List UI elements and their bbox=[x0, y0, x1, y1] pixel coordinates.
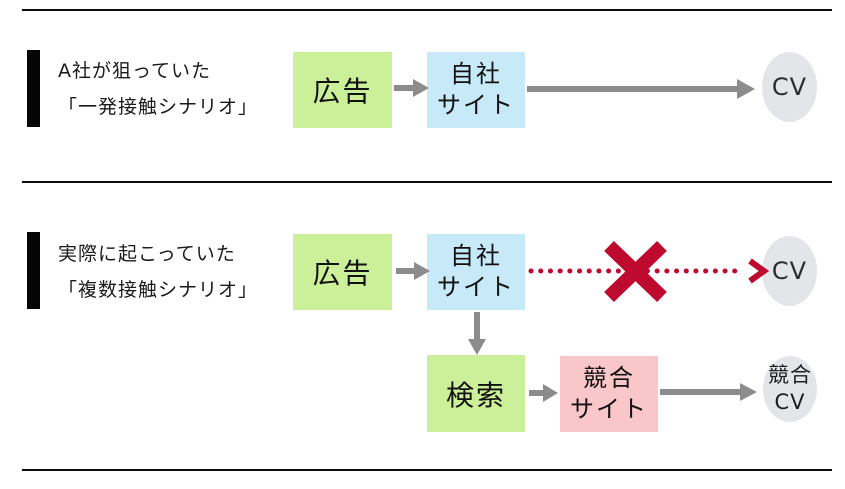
node-cv-1: CV bbox=[762, 52, 817, 122]
node-ad-2: 広告 bbox=[293, 234, 392, 310]
node-own-site-1-line1: 自社 bbox=[450, 60, 502, 88]
node-competitor-cv-line2: CV bbox=[774, 390, 806, 414]
node-own-site-1: 自社 サイト bbox=[427, 52, 525, 128]
top-divider-line bbox=[22, 9, 832, 11]
node-competitor-cv: 競合 CV bbox=[763, 356, 817, 422]
arrow-site-to-cv-1 bbox=[527, 79, 755, 99]
section1-accent-bar bbox=[27, 50, 40, 127]
node-competitor-site: 競合 サイト bbox=[560, 356, 658, 432]
node-cv-1-label: CV bbox=[771, 73, 808, 101]
section2-title-line1: 実際に起こっていた bbox=[58, 243, 236, 265]
node-competitor-cv-line1: 競合 bbox=[768, 363, 812, 387]
bottom-divider-line bbox=[22, 469, 832, 471]
node-ad-2-label: 広告 bbox=[312, 257, 373, 290]
arrow-ad-to-site-2 bbox=[396, 262, 430, 280]
node-competitor-site-line1: 競合 bbox=[583, 364, 635, 392]
section2-accent-bar bbox=[27, 232, 40, 309]
middle-divider-line bbox=[22, 181, 832, 183]
arrow-competitor-to-cv bbox=[660, 383, 757, 401]
section2-title: 実際に起こっていた 「複数接触シナリオ」 bbox=[58, 236, 293, 308]
blocked-x-icon bbox=[604, 240, 667, 303]
node-own-site-2-line1: 自社 bbox=[450, 242, 502, 270]
section1-title: A社が狙っていた 「一発接触シナリオ」 bbox=[58, 53, 293, 125]
section1-title-line2: 「一発接触シナリオ」 bbox=[58, 96, 259, 118]
node-own-site-1-line2: サイト bbox=[437, 91, 515, 119]
arrow-ad-to-site-1 bbox=[394, 79, 429, 97]
node-ad-1: 広告 bbox=[293, 52, 392, 128]
node-cv-2: CV bbox=[762, 236, 817, 306]
node-own-site-2: 自社 サイト bbox=[427, 234, 525, 310]
node-search-label: 検索 bbox=[445, 378, 506, 412]
node-competitor-site-line2: サイト bbox=[570, 395, 648, 423]
node-cv-2-label: CV bbox=[771, 257, 808, 285]
section1-title-line1: A社が狙っていた bbox=[58, 60, 212, 82]
arrow-site-to-search bbox=[468, 312, 486, 355]
section2-title-line2: 「複数接触シナリオ」 bbox=[58, 279, 259, 301]
node-own-site-2-line2: サイト bbox=[437, 273, 515, 301]
blocked-path-dotted-arrow bbox=[528, 258, 770, 284]
node-ad-1-label: 広告 bbox=[312, 75, 373, 108]
node-search: 検索 bbox=[427, 355, 525, 432]
arrow-search-to-competitor bbox=[529, 384, 558, 402]
